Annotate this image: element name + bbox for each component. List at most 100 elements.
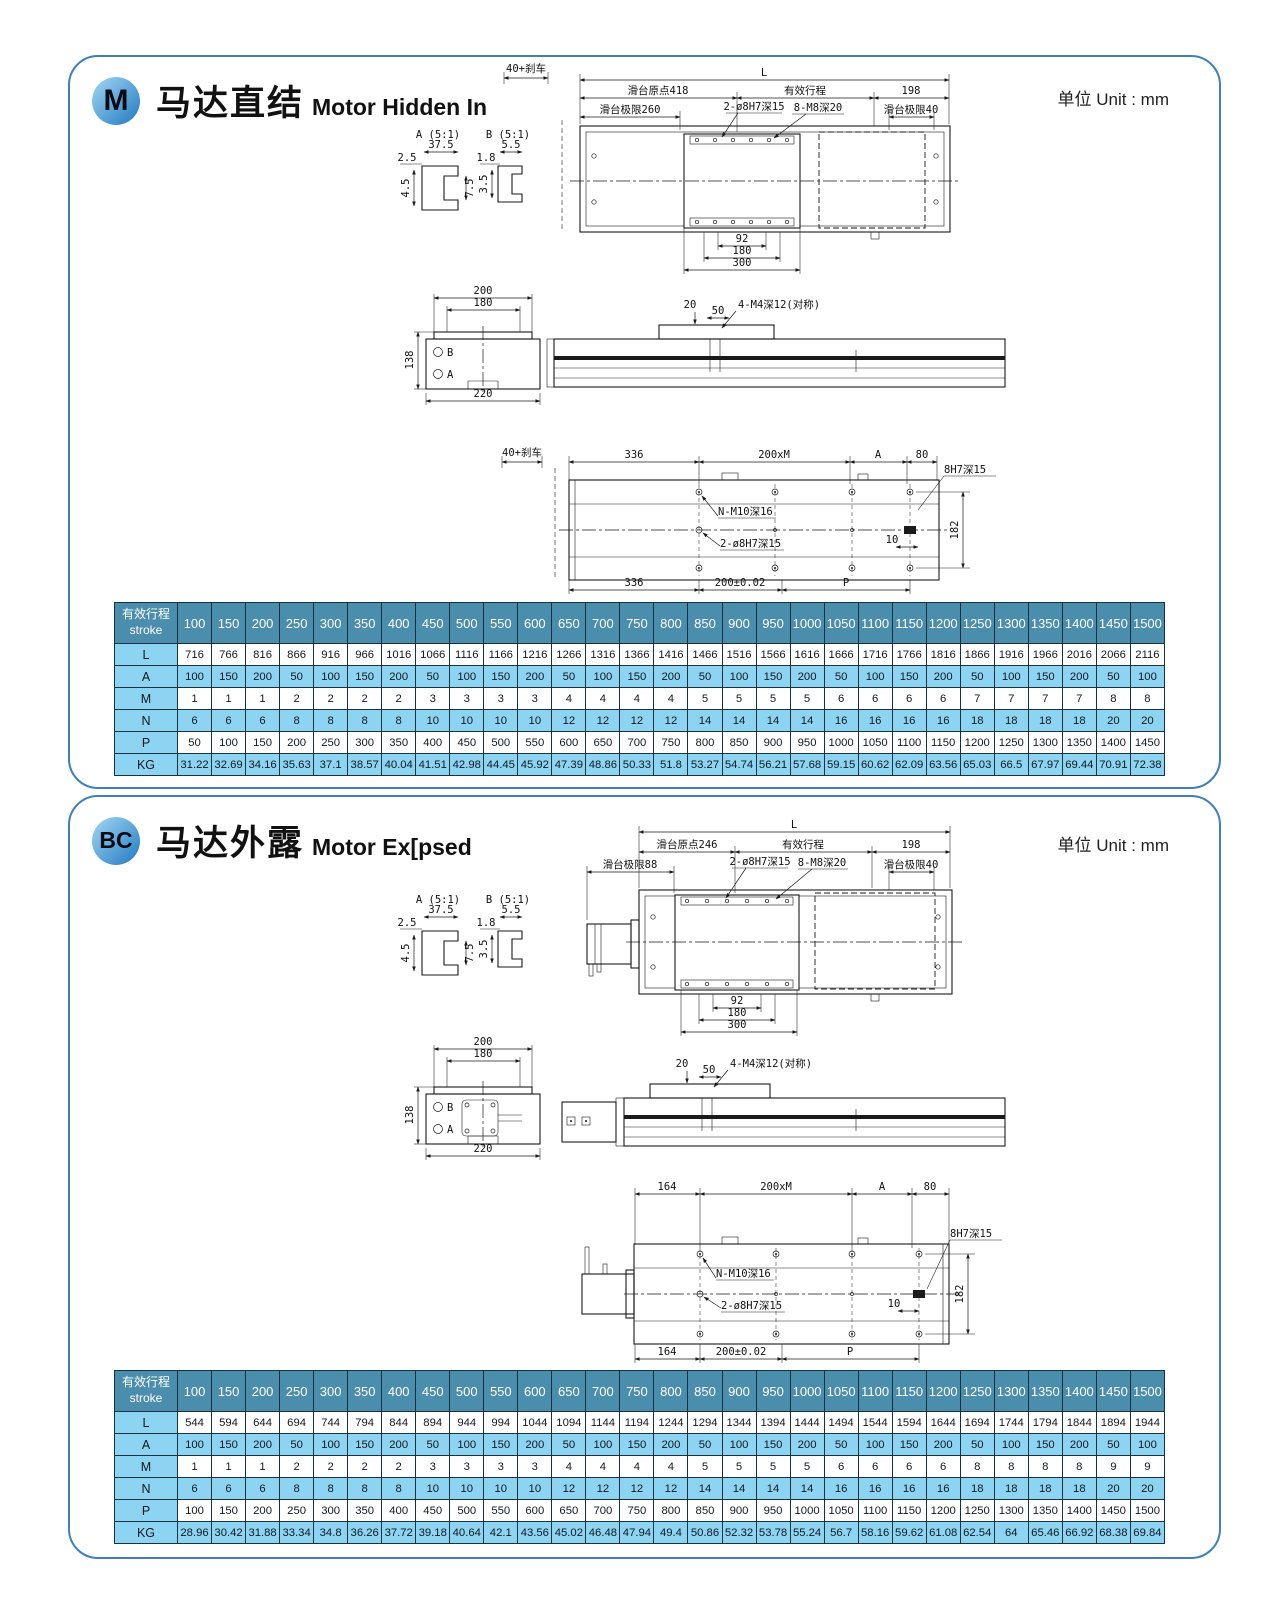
- table-cell: 48.86: [585, 753, 621, 776]
- table-cell: 47.94: [619, 1521, 655, 1544]
- table-cell: 450: [415, 1499, 451, 1522]
- table-cell: 3: [483, 687, 519, 710]
- table-cell: 644: [245, 1411, 281, 1434]
- table-cell: 200: [381, 1433, 417, 1456]
- stroke-col-header: 750: [619, 1370, 655, 1412]
- table-cell: 1544: [857, 1411, 893, 1434]
- dim-label: 138: [404, 351, 416, 370]
- table-cell: 150: [891, 1433, 927, 1456]
- table-cell: 6: [891, 1455, 927, 1478]
- table-cell: 894: [415, 1411, 451, 1434]
- stroke-col-header: 1350: [1027, 1370, 1063, 1412]
- plan-view-drawing: [561, 120, 960, 240]
- table-cell: 3: [517, 1455, 553, 1478]
- detail-a-view: A (5:1) 37.5 2.5 4.5 7.5: [398, 129, 476, 211]
- table-cell: 66.5: [993, 753, 1029, 776]
- table-cell: 9: [1129, 1455, 1166, 1478]
- table-cell: 850: [687, 1499, 723, 1522]
- table-cell: 6: [245, 709, 281, 732]
- table-cell: 1644: [925, 1411, 961, 1434]
- table-cell: 2: [347, 687, 383, 710]
- table-cell: 50: [415, 1433, 451, 1456]
- stroke-col-header: 450: [415, 1370, 451, 1412]
- table-cell: 150: [347, 1433, 383, 1456]
- table-cell: 900: [721, 1499, 757, 1522]
- dim-label: 300: [733, 257, 752, 269]
- table-cell: 4: [653, 687, 689, 710]
- table-cell: 6: [857, 1455, 893, 1478]
- table-cell: 6: [823, 687, 859, 710]
- stroke-col-header: 1500: [1129, 1370, 1166, 1412]
- section-header: M 马达直结 Motor Hidden In: [92, 75, 487, 126]
- table-cell: 30.42: [211, 1521, 247, 1544]
- dim-label: 37.5: [428, 139, 453, 151]
- table-cell: 34.16: [245, 753, 281, 776]
- table-cell: 50: [279, 1433, 315, 1456]
- table-cell: 68.38: [1095, 1521, 1131, 1544]
- table-cell: 50: [959, 665, 995, 688]
- dim-label: 182: [949, 521, 961, 540]
- dim-label: 滑台极限40: [884, 103, 939, 116]
- detail-a-view: A (5:1) 37.5 2.5 4.5 7.5: [398, 894, 476, 976]
- table-cell: 100: [176, 665, 213, 688]
- table-cell: 65.46: [1027, 1521, 1063, 1544]
- table-cell: 14: [687, 709, 723, 732]
- stroke-col-header: 700: [585, 602, 621, 644]
- table-cell: 2: [347, 1455, 383, 1478]
- table-cell: 750: [653, 731, 689, 754]
- table-cell: 550: [517, 731, 553, 754]
- table-cell: 6: [176, 1477, 213, 1500]
- table-cell: 150: [211, 1499, 247, 1522]
- dim-label: 200xM: [758, 449, 790, 461]
- dim-label: 182: [954, 1285, 966, 1304]
- table-cell: 69.44: [1061, 753, 1097, 776]
- table-cell: 18: [959, 709, 995, 732]
- table-cell: 744: [313, 1411, 349, 1434]
- table-cell: 14: [755, 709, 791, 732]
- table-cell: 5: [687, 1455, 723, 1478]
- dim-label: 1.8: [477, 917, 496, 929]
- section-title-zh: 马达外露: [156, 824, 305, 863]
- table-cell: 1450: [1095, 1499, 1131, 1522]
- table-cell: 62.54: [959, 1521, 995, 1544]
- stroke-col-header: 650: [551, 1370, 587, 1412]
- dim-label: 有效行程: [782, 838, 824, 851]
- table-cell: 1366: [619, 643, 655, 666]
- table-cell: 60.62: [857, 753, 893, 776]
- table-cell: 10: [517, 709, 553, 732]
- table-cell: 1050: [857, 731, 893, 754]
- table-cell: 300: [313, 1499, 349, 1522]
- dim-label: 2.5: [398, 152, 417, 164]
- dim-label: 8H7深15: [950, 1228, 992, 1240]
- table-cell: 54.74: [721, 753, 757, 776]
- dim-label: 20: [684, 299, 697, 311]
- table-cell: 100: [211, 731, 247, 754]
- table-cell: 42.1: [483, 1521, 519, 1544]
- dim-label: P: [847, 1346, 853, 1358]
- table-cell: 1766: [891, 643, 927, 666]
- unit-label: 单位 Unit : mm: [1057, 90, 1169, 109]
- table-cell: 1844: [1061, 1411, 1097, 1434]
- dim-label: 7.5: [464, 944, 476, 963]
- stroke-col-header: 100: [176, 602, 213, 644]
- table-cell: 1400: [1095, 731, 1131, 754]
- stroke-col-header: 350: [347, 602, 383, 644]
- table-cell: 450: [449, 731, 485, 754]
- table-cell: 40.64: [449, 1521, 485, 1544]
- stroke-col-header: 950: [755, 602, 791, 644]
- row-label: N: [114, 1477, 178, 1500]
- stroke-col-header: 900: [721, 1370, 757, 1412]
- table-cell: 800: [653, 1499, 689, 1522]
- table-cell: 200: [245, 1499, 281, 1522]
- table-cell: 1300: [1027, 731, 1063, 754]
- stroke-col-header: 600: [517, 1370, 553, 1412]
- section-title-zh: 马达直结: [156, 84, 305, 123]
- table-cell: 1000: [789, 1499, 825, 1522]
- table-cell: 1244: [653, 1411, 689, 1434]
- table-cell: 1400: [1061, 1499, 1097, 1522]
- table-cell: 950: [755, 1499, 791, 1522]
- dim-label: 20: [676, 1058, 689, 1070]
